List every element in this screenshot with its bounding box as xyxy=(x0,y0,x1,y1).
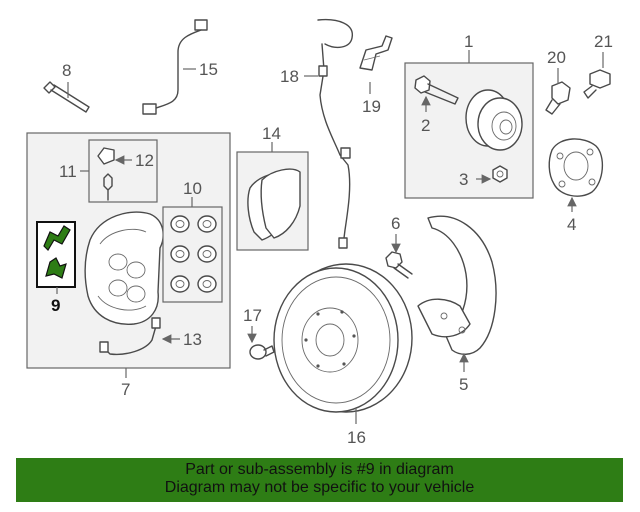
callout-19: 19 xyxy=(362,97,381,116)
part-21-sensor-bolt[interactable] xyxy=(583,69,611,99)
part-19-hose-bracket[interactable] xyxy=(359,35,393,71)
part-13-brake-line[interactable] xyxy=(99,317,161,356)
part-1-wheel-hub[interactable] xyxy=(465,89,523,151)
callout-21: 21 xyxy=(594,32,613,51)
info-banner: Part or sub-assembly is #9 in diagram Di… xyxy=(16,458,623,502)
callout-15: 15 xyxy=(199,60,218,79)
part-12-bleeder-cap[interactable] xyxy=(97,147,115,201)
callout-1: 1 xyxy=(464,32,473,51)
callout-17: 17 xyxy=(243,306,262,325)
callout-11: 11 xyxy=(59,162,77,181)
callout-16: 16 xyxy=(347,428,366,447)
part-15-wear-sensor[interactable] xyxy=(142,19,208,115)
callout-3: 3 xyxy=(459,170,468,189)
callout-20: 20 xyxy=(547,48,566,67)
brake-assembly-diagram: 8 15 18 19 1 2 3 xyxy=(26,18,613,447)
banner-line-1: Part or sub-assembly is #9 in diagram xyxy=(185,461,454,478)
part-7-caliper[interactable] xyxy=(84,211,164,325)
part-5-splash-shield[interactable] xyxy=(417,215,497,355)
part-4-hub-flange[interactable] xyxy=(548,138,603,197)
callout-18: 18 xyxy=(280,67,299,86)
callout-5: 5 xyxy=(459,375,468,394)
callout-6: 6 xyxy=(391,214,400,233)
part-6-shield-bolt[interactable] xyxy=(385,251,413,279)
part-8-bolt[interactable] xyxy=(43,81,90,113)
part-10-pistons[interactable] xyxy=(170,215,217,293)
callout-8: 8 xyxy=(62,61,71,80)
part-14-brake-pads[interactable] xyxy=(247,168,301,241)
part-18-brake-hose[interactable] xyxy=(317,18,353,249)
part-17-rotor-screw[interactable] xyxy=(249,344,275,360)
callout-4: 4 xyxy=(567,215,576,234)
callout-10: 10 xyxy=(183,179,202,198)
callout-14: 14 xyxy=(262,124,281,143)
part-3-hub-nut[interactable] xyxy=(492,165,508,183)
callout-13: 13 xyxy=(183,330,202,349)
callout-7: 7 xyxy=(121,380,130,399)
part-20-abs-sensor[interactable] xyxy=(545,81,571,115)
part-2-hub-bolt[interactable] xyxy=(414,75,459,105)
callout-2: 2 xyxy=(421,116,430,135)
part-16-brake-rotor[interactable] xyxy=(273,263,413,413)
banner-line-2: Diagram may not be specific to your vehi… xyxy=(164,479,475,496)
bleeder-group-box xyxy=(88,139,158,203)
callout-9: 9 xyxy=(51,296,60,315)
part-9-clip-set[interactable] xyxy=(43,225,71,279)
callout-12: 12 xyxy=(135,151,154,170)
